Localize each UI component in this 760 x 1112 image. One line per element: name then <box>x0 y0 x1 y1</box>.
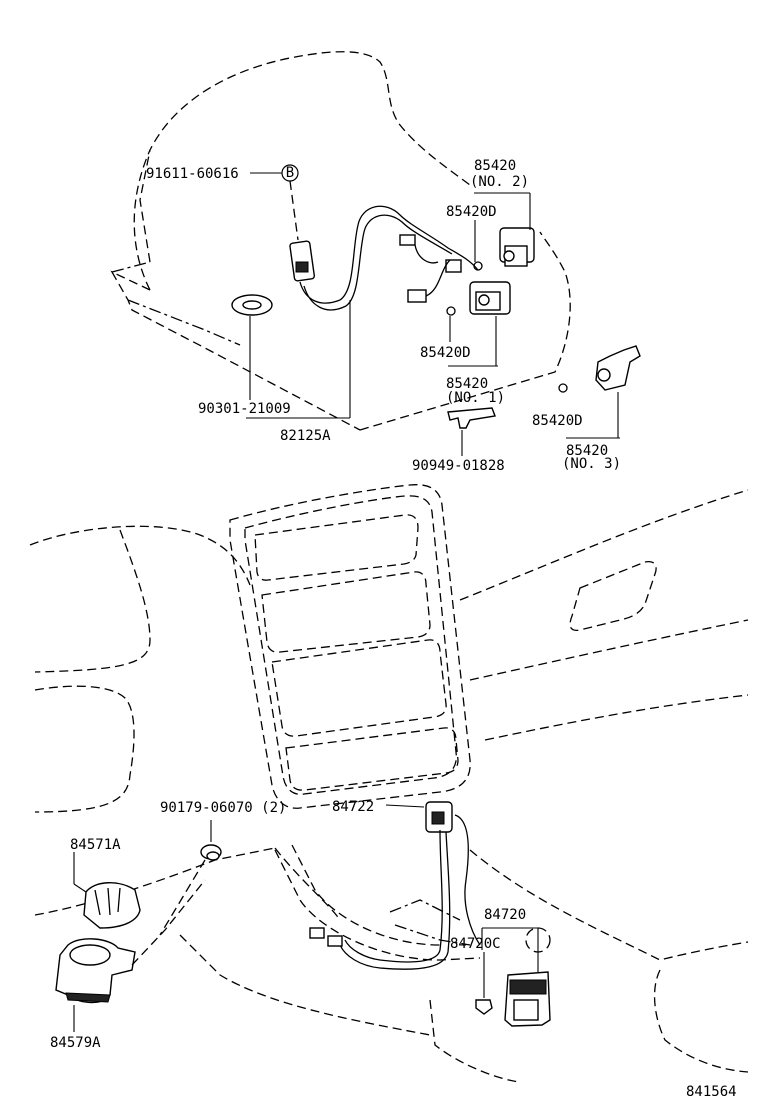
label-85420d-c: 85420D <box>532 413 583 429</box>
label-85420d-a: 85420D <box>446 204 497 220</box>
label-85420-no1-num: 85420 <box>446 376 488 392</box>
grommet-90301 <box>231 294 273 400</box>
sensor-85420-no2 <box>473 192 535 271</box>
label-82125a: 82125A <box>280 428 331 444</box>
label-85420-no2-num: 85420 <box>474 158 516 174</box>
label-90179-06070: 90179-06070 (2) <box>160 800 286 816</box>
lighter-84571a <box>73 852 141 929</box>
center-console-frame <box>229 484 481 961</box>
engine-outline <box>110 51 571 431</box>
label-85420d-b: 85420D <box>420 345 471 361</box>
label-85420-no1-sub: (NO. 1) <box>446 390 505 406</box>
glovebox-outline <box>569 560 657 632</box>
label-85420-no3-num: 85420 <box>566 443 608 459</box>
sensor-85420-no3 <box>558 345 641 439</box>
label-85420-no2-sub: (NO. 2) <box>470 174 529 190</box>
label-91611-60616: 91611-60616 <box>146 166 239 182</box>
switch-84722 <box>309 801 481 970</box>
dashboard-outline <box>29 489 749 1083</box>
clip-84720c <box>475 952 493 1015</box>
clip-90949 <box>447 407 496 456</box>
marker-b: B <box>286 165 294 181</box>
switch-84720 <box>481 927 551 1027</box>
wire-harness-82125a <box>289 205 479 311</box>
bolt-91611-callout: B <box>250 164 299 241</box>
label-85420-no3-sub: (NO. 3) <box>562 456 621 472</box>
socket-84579a <box>55 879 206 1032</box>
label-84720: 84720 <box>484 907 526 923</box>
label-90301-21009: 90301-21009 <box>198 401 291 417</box>
label-84720c: 84720C <box>450 936 501 952</box>
label-84579a: 84579A <box>50 1035 101 1051</box>
sensor-85420-no1 <box>446 281 511 367</box>
label-90949-01828: 90949-01828 <box>412 458 505 474</box>
clip-90179 <box>159 820 222 936</box>
label-84722: 84722 <box>332 799 374 815</box>
label-84571a: 84571A <box>70 837 121 853</box>
diagram-number: 841564 <box>686 1084 737 1100</box>
